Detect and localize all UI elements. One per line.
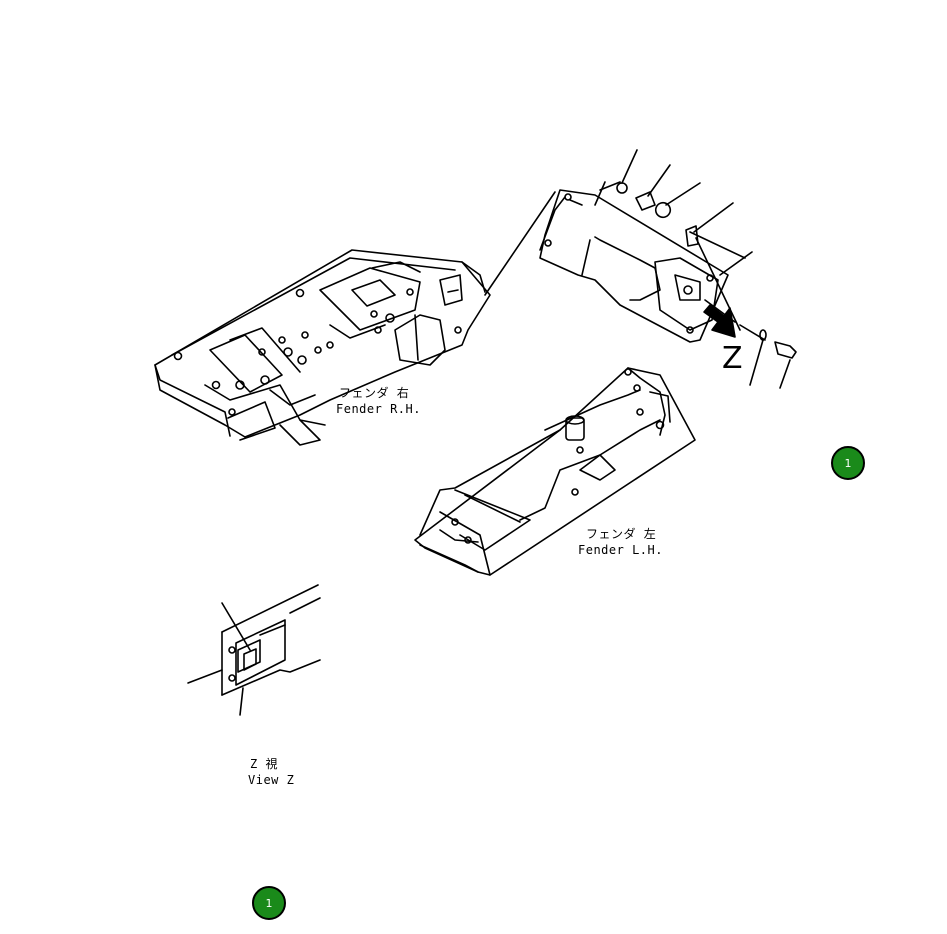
- view-z-label-en: View Z: [248, 773, 295, 787]
- fender-rh-label-jp: フェンダ 右: [339, 386, 410, 400]
- view-z-arrow: [703, 304, 736, 338]
- fender-rh-drawing: [154, 249, 491, 446]
- callout-marker[interactable]: 1: [252, 886, 286, 920]
- fender-lh-label-jp: フェンダ 左: [586, 527, 657, 541]
- view-z-arrow-letter: Z: [722, 341, 743, 376]
- view-z-drawing: [187, 584, 321, 716]
- bracket-drawing: [539, 149, 797, 389]
- fender-lh-label-en: Fender L.H.: [578, 543, 663, 557]
- fender-lh-drawing: [414, 367, 696, 576]
- callout-marker[interactable]: 1: [831, 446, 865, 480]
- view-z-label-jp: Z 視: [250, 757, 278, 771]
- fender-rh-label-en: Fender R.H.: [336, 402, 421, 416]
